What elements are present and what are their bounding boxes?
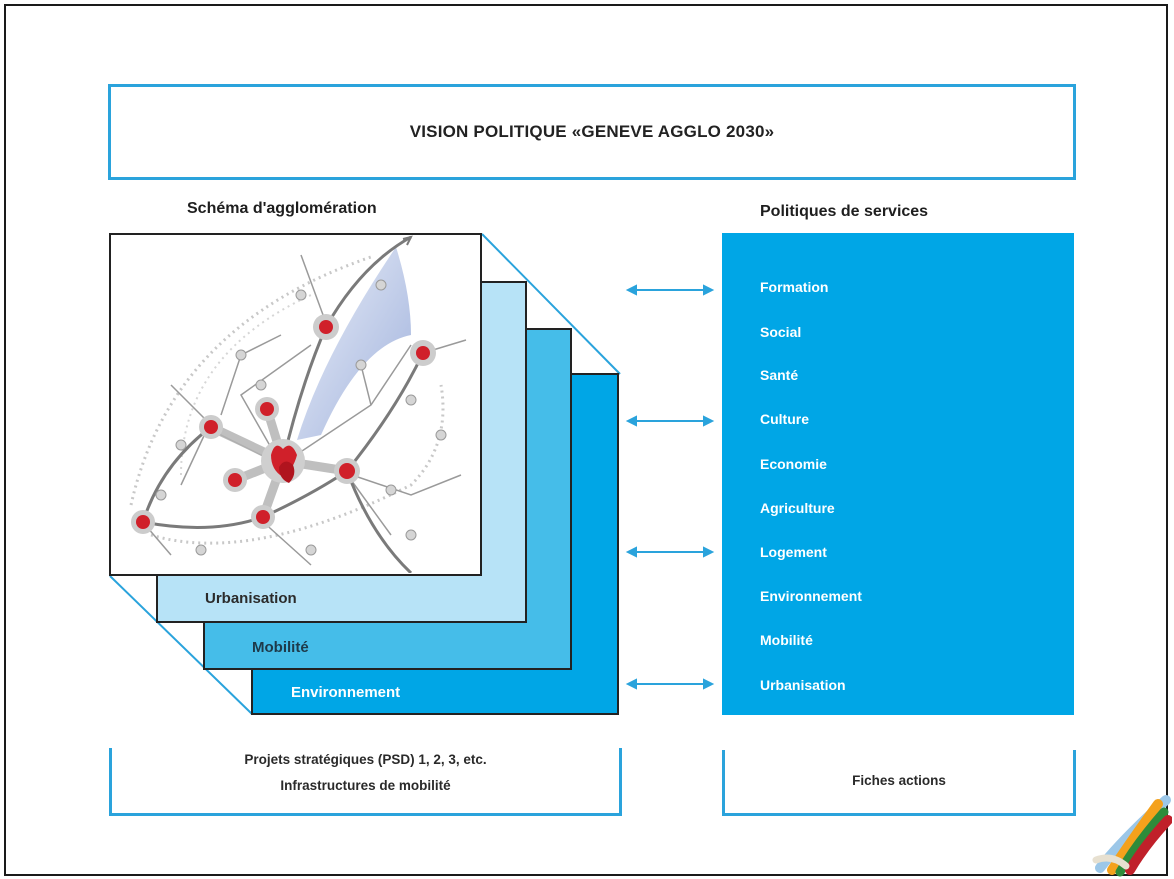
service-item: Culture: [760, 411, 809, 427]
vision-title-box: VISION POLITIQUE «GENEVE AGGLO 2030»: [108, 84, 1076, 180]
service-item: Social: [760, 324, 802, 340]
connector-arrows: [625, 284, 715, 690]
service-item: Economie: [760, 456, 827, 472]
vision-title: VISION POLITIQUE «GENEVE AGGLO 2030»: [409, 122, 775, 141]
service-item: Urbanisation: [760, 677, 846, 693]
infrastructures-label: Infrastructures de mobilité: [280, 778, 451, 793]
layer-label-environnement: Environnement: [291, 684, 401, 701]
brand-logo-graphic: [1092, 795, 1172, 877]
right-bottom-bracket: [722, 750, 1076, 816]
service-item: Environnement: [760, 588, 862, 604]
agglomeration-map: [109, 233, 482, 576]
service-item: Santé: [760, 367, 799, 383]
fiches-actions-label: Fiches actions: [852, 773, 946, 788]
service-item: Formation: [760, 279, 829, 295]
service-item: Mobilité: [760, 632, 813, 648]
left-bottom-text: Projets stratégiques (PSD) 1, 2, 3, etc.…: [109, 747, 622, 799]
left-bottom-bracket: [109, 748, 622, 816]
right-heading: Politiques de services: [760, 203, 929, 220]
left-heading: Schéma d'agglomération: [187, 200, 377, 217]
service-item: Agriculture: [760, 500, 835, 516]
services-panel: [722, 233, 1074, 715]
layer-label-urbanisation: Urbanisation: [205, 590, 297, 607]
projets-strategiques-label: Projets stratégiques (PSD) 1, 2, 3, etc.: [244, 752, 487, 767]
layer-label-mobilite: Mobilité: [252, 639, 309, 656]
map-graphic: [129, 235, 467, 574]
service-item: Logement: [760, 544, 827, 560]
